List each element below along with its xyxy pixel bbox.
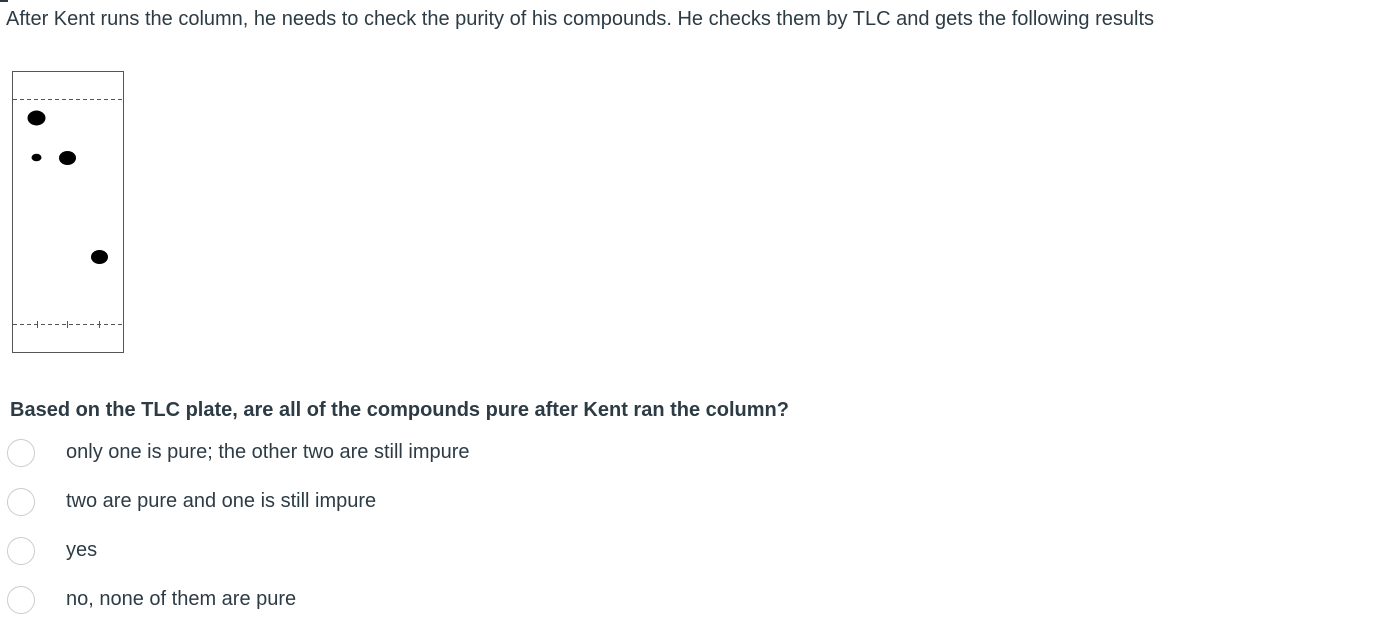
tlc-plate-outline [12,71,124,353]
lane1-lower-spot [31,153,42,162]
answer-option-3[interactable]: yes [0,531,900,580]
answer-label: only one is pure; the other two are stil… [66,441,470,463]
radio-button[interactable] [7,537,35,565]
lane2-spot [59,151,76,165]
question-prompt: After Kent runs the column, he needs to … [6,8,1155,30]
lane1-upper-spot [27,110,46,126]
tlc-plate-svg [12,71,124,353]
question-stem: Based on the TLC plate, are all of the c… [10,399,789,421]
answer-label: no, none of them are pure [66,588,297,610]
tlc-plate-figure [0,60,140,360]
answer-label: two are pure and one is still impure [66,490,377,512]
radio-button[interactable] [7,439,35,467]
answer-option-2[interactable]: two are pure and one is still impure [0,482,900,531]
lane3-spot [91,250,108,264]
radio-button[interactable] [7,586,35,614]
answer-option-4[interactable]: no, none of them are pure [0,580,900,629]
radio-button[interactable] [7,488,35,516]
answer-option-1[interactable]: only one is pure; the other two are stil… [0,433,900,482]
answer-label: yes [66,539,98,561]
answer-list: only one is pure; the other two are stil… [0,433,900,629]
corner-mark [0,0,8,2]
